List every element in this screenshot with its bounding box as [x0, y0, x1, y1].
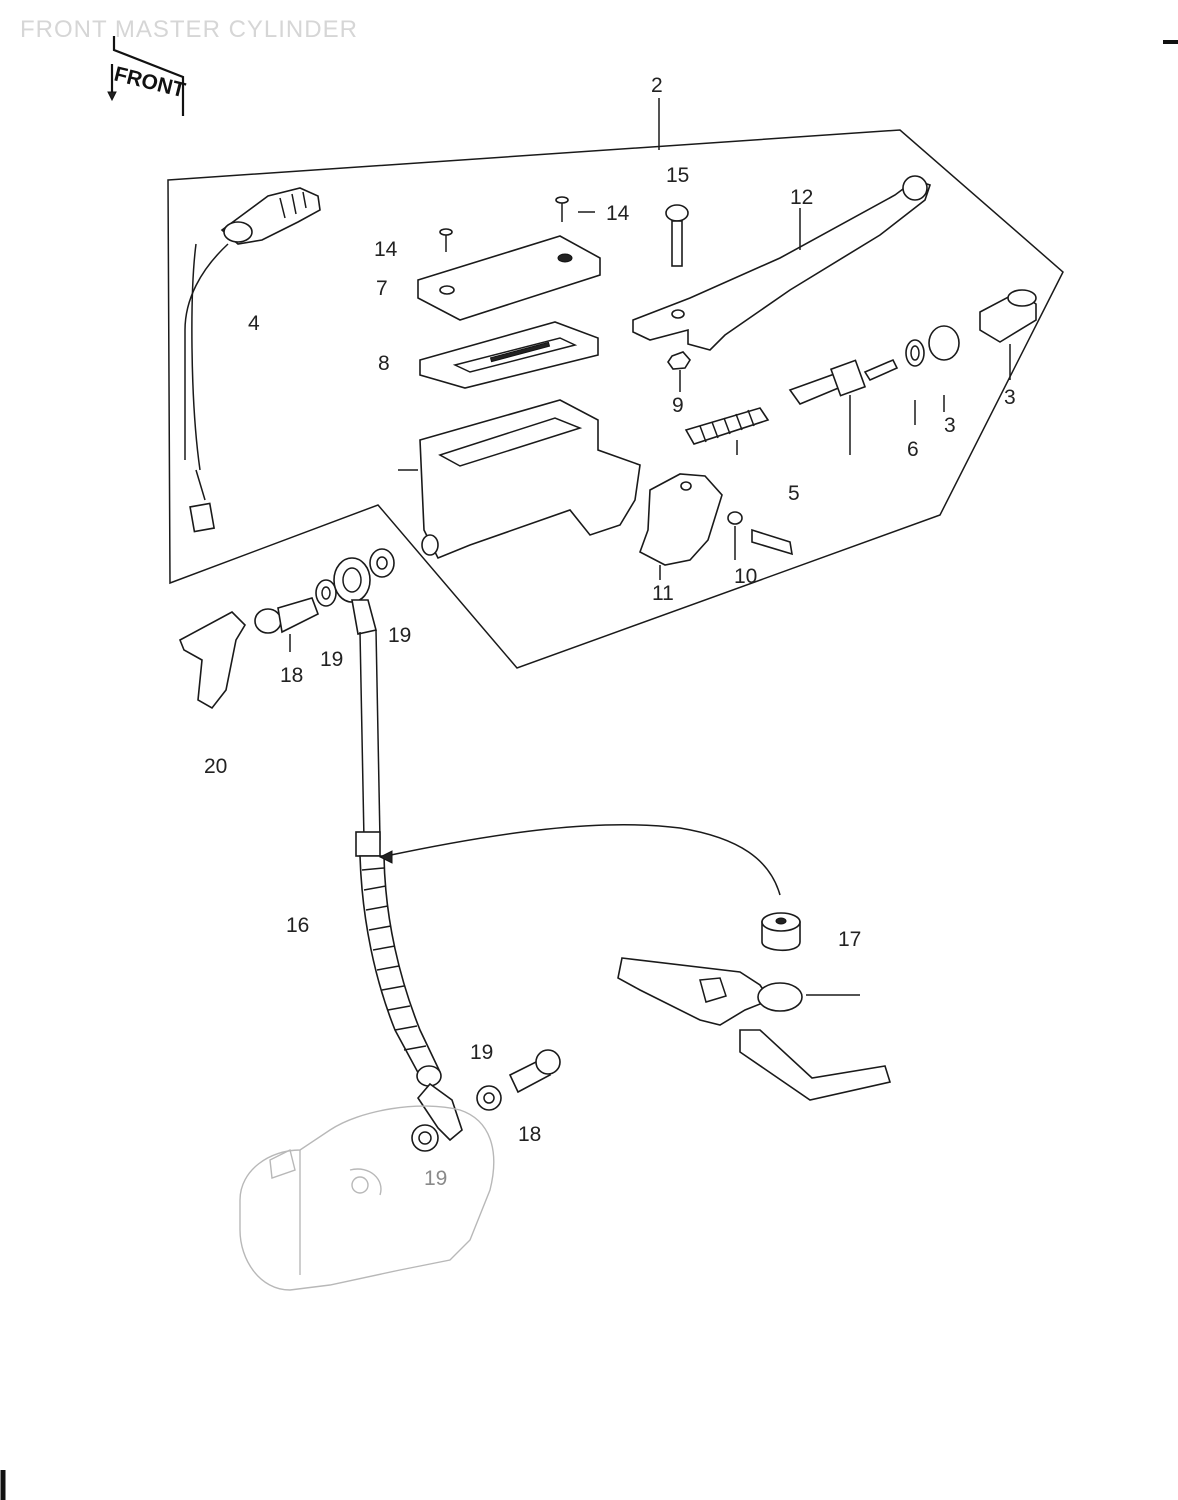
mounting-clamp-11	[639, 473, 723, 580]
brake-light-switch-4	[184, 187, 321, 533]
part-label-19-lower-left: 19	[424, 1167, 447, 1190]
diaphragm-8	[419, 321, 599, 389]
part-label-10: 10	[734, 565, 757, 588]
part-label-20: 20	[204, 755, 227, 778]
lever-nut-9	[667, 351, 691, 392]
part-label-14-left: 14	[374, 238, 398, 261]
washer-19-upper-left	[315, 579, 337, 607]
reservoir-cap-7	[417, 235, 601, 321]
spring-5	[684, 407, 770, 445]
dust-boot-3	[979, 289, 1037, 380]
part-label-19-lower-right: 19	[470, 1041, 493, 1064]
hose-grommet-17	[761, 912, 801, 952]
hose-banjo-fitting-upper	[333, 557, 377, 635]
part-label-19-upper-left: 19	[320, 648, 343, 671]
part-label-2: 2	[651, 74, 663, 97]
clamp-bolt-10	[727, 511, 794, 560]
brake-lever-12	[632, 175, 932, 351]
part-label-15: 15	[666, 164, 689, 187]
part-label-11: 11	[652, 582, 674, 605]
part-label-5: 5	[788, 482, 800, 505]
front-arrow-icon	[107, 91, 117, 102]
part-label-12: 12	[790, 186, 813, 209]
part-label-3-boot: 3	[1004, 386, 1016, 409]
banjo-bolt-18-lower	[508, 1049, 561, 1094]
part-label-17: 17	[838, 928, 861, 951]
cover-screw-14-left	[439, 228, 453, 252]
part-label-7: 7	[376, 277, 388, 300]
part-label-19-upper-right: 19	[388, 624, 411, 647]
cover-screw-14-right	[555, 196, 595, 222]
part-label-16: 16	[286, 914, 309, 937]
part-label-9: 9	[672, 394, 684, 417]
hose-cover-20	[178, 611, 247, 710]
part-label-18-upper: 18	[280, 664, 303, 687]
part-label-18-lower: 18	[518, 1123, 541, 1146]
piston-5	[788, 358, 899, 405]
part-label-6: 6	[907, 438, 919, 461]
front-direction-badge: FRONT	[107, 36, 188, 116]
master-cylinder-assembly-outline	[167, 129, 1064, 669]
front-badge-text: FRONT	[112, 63, 188, 103]
hose-bracket-1	[617, 957, 892, 1101]
part-label-8: 8	[378, 352, 390, 375]
dust-seal-3	[928, 325, 960, 412]
part-label-4: 4	[248, 312, 260, 335]
washer-19-lower-right	[476, 1085, 502, 1111]
hose-route-arrow-icon	[378, 850, 393, 864]
washer-19-lower-left	[411, 1124, 439, 1152]
brake-caliper-outline	[239, 1105, 495, 1291]
master-cylinder-body-1	[398, 399, 641, 560]
page-title: FRONT MASTER CYLINDER	[20, 16, 358, 43]
circlip-6	[905, 339, 925, 425]
washer-19-upper-right	[369, 548, 395, 578]
brake-hose-16	[355, 629, 463, 1142]
hose-route-leader	[385, 823, 781, 896]
banjo-bolt-18-upper	[254, 597, 320, 652]
pivot-bolt-15	[665, 204, 689, 267]
part-label-3-seal: 3	[944, 414, 956, 437]
part-label-14-right: 14	[606, 202, 630, 225]
